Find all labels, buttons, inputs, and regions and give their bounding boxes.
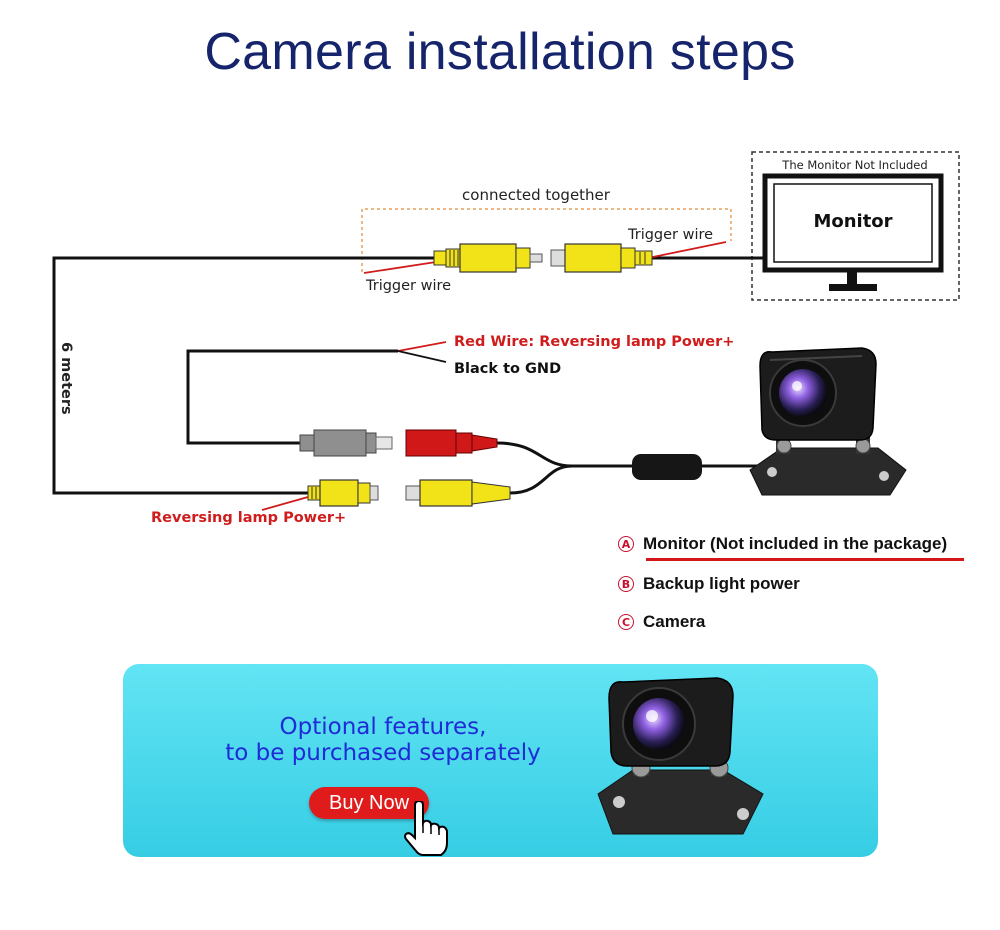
dc-connector-gray xyxy=(299,429,393,457)
trigger-wire-left-label: Trigger wire xyxy=(365,278,451,294)
legend-item-backup-power: B Backup light power xyxy=(618,574,800,594)
video-cable xyxy=(52,256,434,495)
rca-connector-top-right xyxy=(550,243,653,273)
optional-features-banner[interactable]: Optional features, to be purchased separ… xyxy=(123,664,878,857)
trigger-wire-right xyxy=(647,241,727,259)
banner-line-1: Optional features, xyxy=(279,714,487,740)
legend-letter-c: C xyxy=(618,614,634,630)
legend-text-camera: Camera xyxy=(643,612,706,631)
monitor-box-label: The Monitor Not Included xyxy=(781,158,927,172)
trigger-wire-right-label: Trigger wire xyxy=(627,227,713,243)
legend-text-monitor: Monitor (Not included in the package) xyxy=(643,534,948,553)
red-wire-end xyxy=(397,341,447,352)
monitor-label: Monitor xyxy=(813,211,892,232)
camera-image xyxy=(749,347,907,496)
power-cable xyxy=(186,349,398,445)
black-wire-label: Black to GND xyxy=(454,361,561,377)
buy-now-button[interactable]: Buy Now xyxy=(309,787,429,819)
rca-connector-top-left xyxy=(433,243,543,273)
camera-cable-split xyxy=(496,441,640,468)
legend-item-monitor: A Monitor (Not included in the package) xyxy=(618,534,947,554)
inline-module xyxy=(632,454,702,480)
banner-text: Optional features, to be purchased separ… xyxy=(123,714,643,766)
banner-line-2: to be purchased separately xyxy=(225,740,541,766)
camera-cable-split-2 xyxy=(509,464,573,495)
connected-together-bracket xyxy=(361,208,732,272)
reversing-power-label: Reversing lamp Power+ xyxy=(151,510,346,526)
monitor-dashed-box xyxy=(751,151,960,301)
black-wire-end xyxy=(397,350,447,363)
rca-connector-bottom-left xyxy=(307,479,379,507)
legend-underline xyxy=(646,558,964,561)
legend-text-backup-power: Backup light power xyxy=(643,574,800,593)
legend-item-camera: C Camera xyxy=(618,612,705,632)
length-label: 6 meters xyxy=(58,342,74,415)
hand-pointer-icon xyxy=(404,801,448,856)
rca-connector-bottom-right xyxy=(405,479,511,507)
banner-camera-image xyxy=(597,677,764,835)
trigger-wire-left xyxy=(363,261,437,274)
legend-letter-b: B xyxy=(618,576,634,592)
connected-together-label: connected together xyxy=(462,186,611,204)
monitor-icon xyxy=(762,173,944,291)
reversing-power-pointer xyxy=(261,496,309,511)
dc-connector-red xyxy=(405,429,498,457)
wiring-diagram: The Monitor Not Included Monitor connect… xyxy=(52,151,960,526)
red-wire-label: Red Wire: Reversing lamp Power+ xyxy=(454,334,734,350)
legend-letter-a: A xyxy=(618,536,634,552)
page-title: Camera installation steps xyxy=(204,23,796,81)
